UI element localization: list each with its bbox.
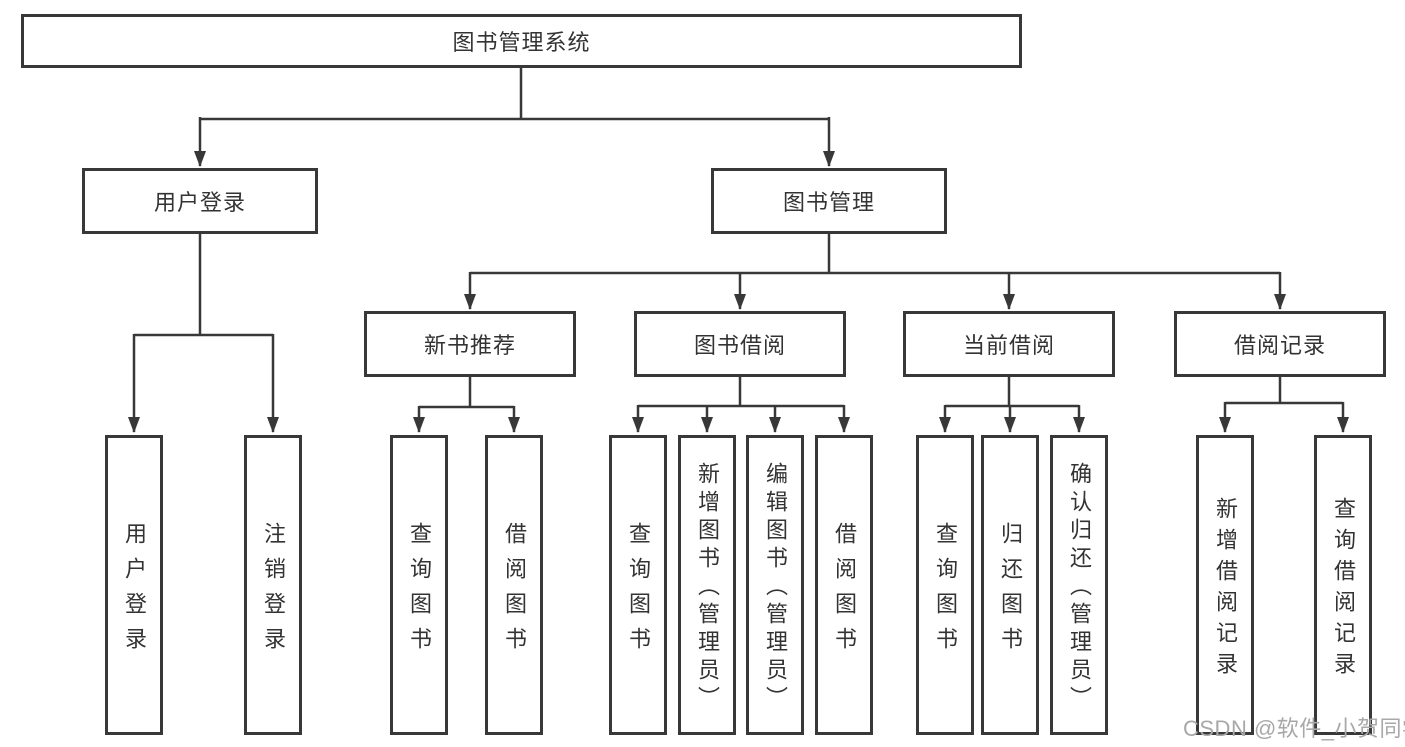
leaf-add-borrow-record: 新增借阅记录	[1196, 435, 1254, 735]
node-new-book-recommend: 新书推荐	[364, 311, 576, 377]
leaf-query-borrow-record-label: 查询借阅记录	[1331, 496, 1356, 683]
leaf-confirm-return-admin: 确认归还（管理员）	[1050, 435, 1108, 735]
leaf-return-books: 归还图书	[981, 435, 1039, 735]
leaf-borrow-books-recommend-label: 借阅图书	[502, 521, 527, 662]
leaf-edit-books-admin: 编辑图书（管理员）	[746, 435, 804, 735]
node-current-borrow: 当前借阅	[903, 311, 1115, 377]
leaf-user-login-label: 用户登录	[122, 521, 147, 662]
leaf-borrow-books: 借阅图书	[815, 435, 873, 735]
watermark: CSDN @软件_小贺同学	[1183, 716, 1405, 741]
node-book-management-label: 图书管理	[782, 190, 875, 215]
leaf-query-books-borrow-label: 查询图书	[626, 521, 651, 662]
node-book-borrow: 图书借阅	[634, 311, 846, 377]
leaf-logout: 注销登录	[244, 435, 302, 735]
leaf-add-books-admin: 新增图书（管理员）	[678, 435, 736, 735]
leaf-add-books-admin-label: 新增图书（管理员）	[695, 462, 720, 714]
leaf-borrow-books-recommend: 借阅图书	[485, 435, 543, 735]
node-user-login: 用户登录	[82, 168, 318, 234]
leaf-query-borrow-record: 查询借阅记录	[1314, 435, 1372, 735]
leaf-confirm-return-admin-label: 确认归还（管理员）	[1067, 462, 1092, 714]
node-user-login-label: 用户登录	[153, 190, 246, 215]
leaf-edit-books-admin-label: 编辑图书（管理员）	[763, 462, 788, 714]
node-borrow-records: 借阅记录	[1174, 311, 1386, 377]
leaf-query-books-recommend: 查询图书	[390, 435, 448, 735]
leaf-return-books-label: 归还图书	[998, 521, 1023, 662]
node-book-management-system: 图书管理系统	[21, 14, 1022, 68]
leaf-query-books-current-label: 查询图书	[933, 521, 958, 662]
leaf-query-books-borrow: 查询图书	[609, 435, 667, 735]
node-current-borrow-label: 当前借阅	[962, 333, 1055, 358]
leaf-query-books-recommend-label: 查询图书	[407, 521, 432, 662]
node-book-borrow-label: 图书借阅	[693, 333, 786, 358]
leaf-add-borrow-record-label: 新增借阅记录	[1213, 496, 1238, 683]
node-book-management: 图书管理	[711, 168, 947, 234]
leaf-borrow-books-label: 借阅图书	[832, 521, 857, 662]
node-book-management-system-label: 图书管理系统	[452, 30, 591, 55]
node-borrow-records-label: 借阅记录	[1233, 333, 1326, 358]
node-new-book-recommend-label: 新书推荐	[423, 333, 516, 358]
leaf-query-books-current: 查询图书	[916, 435, 974, 735]
leaf-user-login: 用户登录	[105, 435, 163, 735]
leaf-logout-label: 注销登录	[261, 521, 286, 662]
